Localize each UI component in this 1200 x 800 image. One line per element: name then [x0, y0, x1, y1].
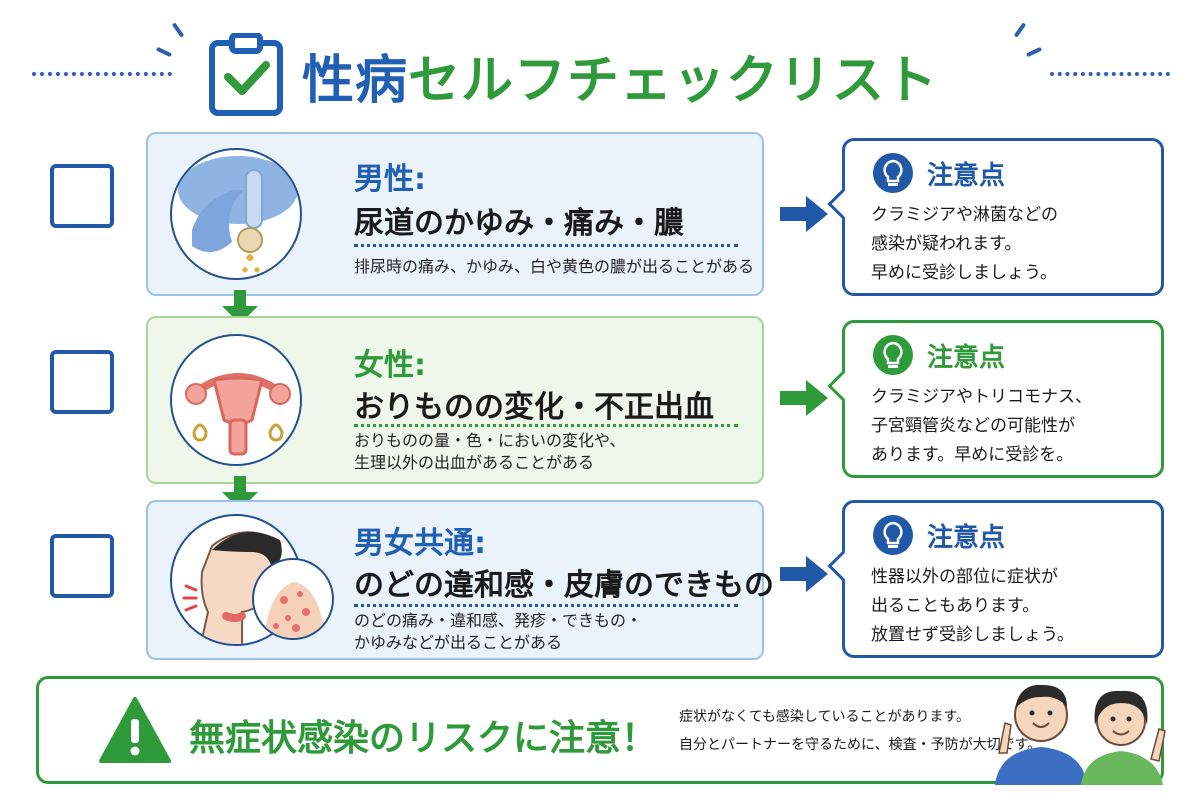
header-spark	[155, 46, 173, 58]
note-title: 注意点	[927, 523, 1006, 553]
card-title: 尿道のかゆみ・痛み・膿	[354, 206, 684, 241]
note-title: 注意点	[927, 343, 1006, 373]
note-title: 注意点	[927, 161, 1006, 191]
clipboard-check-icon	[208, 32, 284, 117]
checkbox-male[interactable]	[50, 164, 114, 228]
note-body: 性器以外の部位に症状が 出ることもあります。 放置せず受診しましょう。	[871, 567, 1074, 645]
checkbox-common[interactable]	[50, 534, 114, 598]
header-spark	[1013, 22, 1027, 38]
note-common: 注意点 性器以外の部位に症状が 出ることもあります。 放置せず受診しましょう。	[827, 500, 1164, 658]
symptom-card-female: 女性: おりものの変化・不正出血 おりものの量・色・においの変化や、 生理以外の…	[146, 316, 764, 484]
note-body: クラミジアやトリコモナス、 子宮頸管炎などの可能性が あります。早めに受診を。	[871, 387, 1092, 465]
note-tail	[827, 550, 859, 582]
card-title: のどの違和感・皮膚のできもの	[354, 568, 774, 603]
card-heading: 男性:	[354, 162, 426, 197]
card-description: おりものの量・色・においの変化や、 生理以外の出血があることがある	[354, 431, 626, 472]
note-female: 注意点 クラミジアやトリコモナス、 子宮頸管炎などの可能性が あります。早めに受…	[827, 320, 1164, 478]
footer-text: 症状がなくても感染していることがあります。 自分とパートナーを守るために、検査・…	[679, 709, 1042, 753]
card-title: おりものの変化・不正出血	[354, 390, 714, 425]
lightbulb-icon	[873, 335, 913, 375]
header-dots-left	[32, 72, 172, 78]
header-dots-right	[1050, 72, 1170, 78]
footer-title: 無症状感染のリスクに注意！	[189, 718, 658, 759]
symptom-card-male: 男性: 尿道のかゆみ・痛み・膿 排尿時の痛み、かゆみ、白や黄色の膿が出ることがあ…	[146, 132, 764, 296]
title-part-blue: 性病	[302, 50, 409, 111]
note-tail	[827, 188, 859, 220]
lightbulb-icon	[873, 153, 913, 193]
arrow-down-icon	[222, 290, 258, 330]
card-heading: 女性:	[354, 348, 426, 383]
male-anatomy-illustration	[170, 148, 302, 280]
warning-footer: 無症状感染のリスクに注意！ 症状がなくても感染していることがあります。 自分とパ…	[36, 676, 1166, 785]
card-divider	[354, 604, 738, 607]
header-spark	[171, 22, 185, 38]
note-tail	[827, 370, 859, 402]
lightbulb-icon	[873, 515, 913, 555]
card-divider	[354, 424, 738, 427]
note-male: 注意点 クラミジアや淋菌などの 感染が疑われます。 早めに受診しましょう。	[827, 138, 1164, 296]
card-heading: 男女共通:	[354, 526, 486, 561]
header-spark	[1025, 46, 1043, 58]
arrow-right-icon	[780, 380, 828, 416]
arrow-right-icon	[780, 556, 828, 592]
card-divider	[354, 244, 738, 247]
title-part-green: セルフチェックリスト	[408, 50, 939, 111]
note-body: クラミジアや淋菌などの 感染が疑われます。 早めに受診しましょう。	[871, 205, 1058, 283]
card-description: 排尿時の痛み、かゆみ、白や黄色の膿が出ることがある	[354, 257, 755, 276]
card-description: のどの痛み・違和感、発疹・できもの・ かゆみなどが出ることがある	[354, 611, 643, 652]
page-header: 性病セルフチェックリスト	[208, 30, 938, 120]
female-anatomy-illustration	[170, 334, 302, 466]
checkbox-female[interactable]	[50, 350, 114, 414]
warning-icon	[99, 695, 171, 767]
symptom-card-common: 男女共通: のどの違和感・皮膚のできもの のどの痛み・違和感、発疹・できもの・ …	[146, 500, 774, 660]
people-illustration	[991, 659, 1167, 785]
skin-rash-illustration	[252, 558, 334, 640]
page-title: 性病セルフチェックリスト	[302, 38, 938, 113]
arrow-right-icon	[780, 196, 828, 232]
